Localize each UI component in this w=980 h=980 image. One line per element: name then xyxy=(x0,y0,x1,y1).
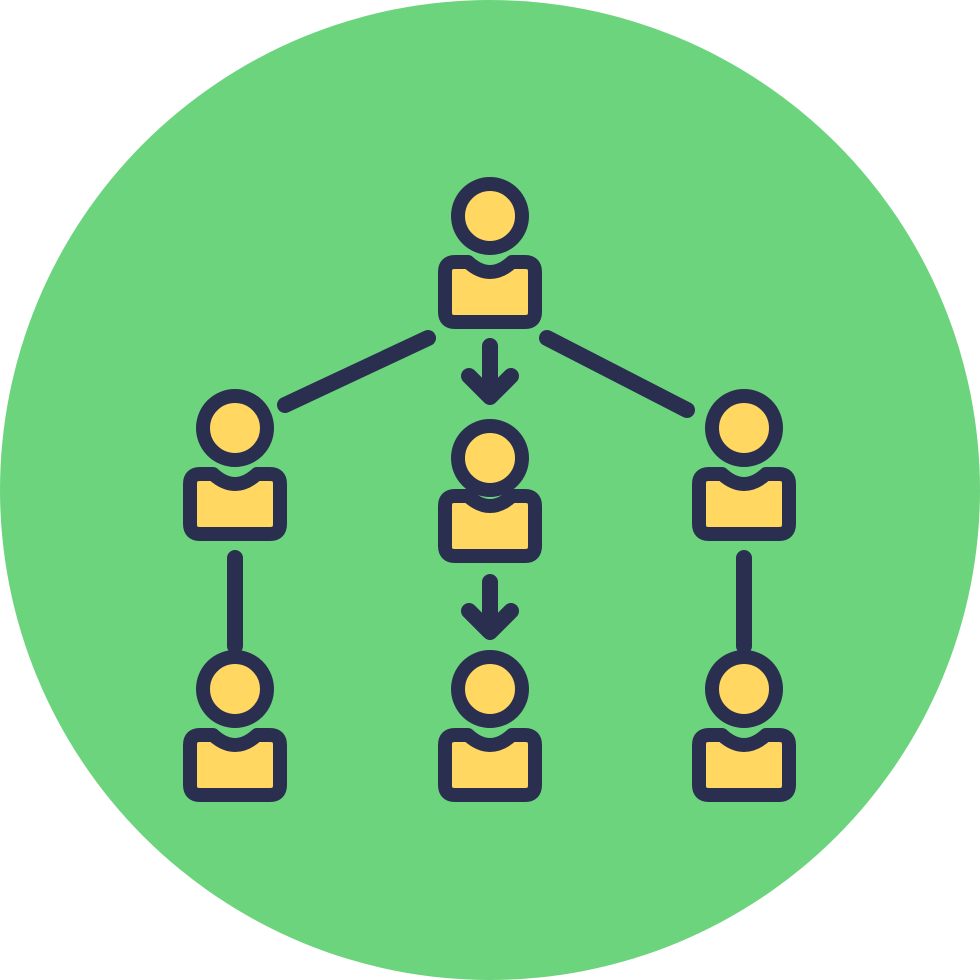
person-bottom-center-icon xyxy=(438,650,542,802)
person-body xyxy=(692,467,796,541)
connector-lines xyxy=(227,330,752,654)
arrow-down-icon-upper xyxy=(461,338,519,405)
person-head xyxy=(705,389,783,467)
connector-line-top-left xyxy=(277,330,436,413)
person-body xyxy=(183,467,287,541)
person-head xyxy=(451,177,529,255)
arrow-down-icon-lower xyxy=(461,574,519,640)
person-body xyxy=(438,255,542,329)
person-body xyxy=(438,728,542,802)
person-bottom-left-icon xyxy=(183,650,287,802)
connector-line-top-right xyxy=(539,330,695,418)
person-mid-right-icon xyxy=(692,389,796,541)
person-bottom-right-icon xyxy=(692,650,796,802)
person-head xyxy=(451,419,529,497)
person-head xyxy=(705,650,783,728)
person-body xyxy=(438,489,542,563)
arrows xyxy=(461,338,519,640)
person-body xyxy=(692,728,796,802)
person-mid-center-icon xyxy=(438,419,542,563)
person-mid-left-icon xyxy=(183,389,287,541)
person-body xyxy=(183,728,287,802)
person-top-icon xyxy=(438,177,542,329)
person-head xyxy=(196,650,274,728)
person-head xyxy=(196,389,274,467)
person-head xyxy=(451,650,529,728)
people xyxy=(183,177,796,802)
